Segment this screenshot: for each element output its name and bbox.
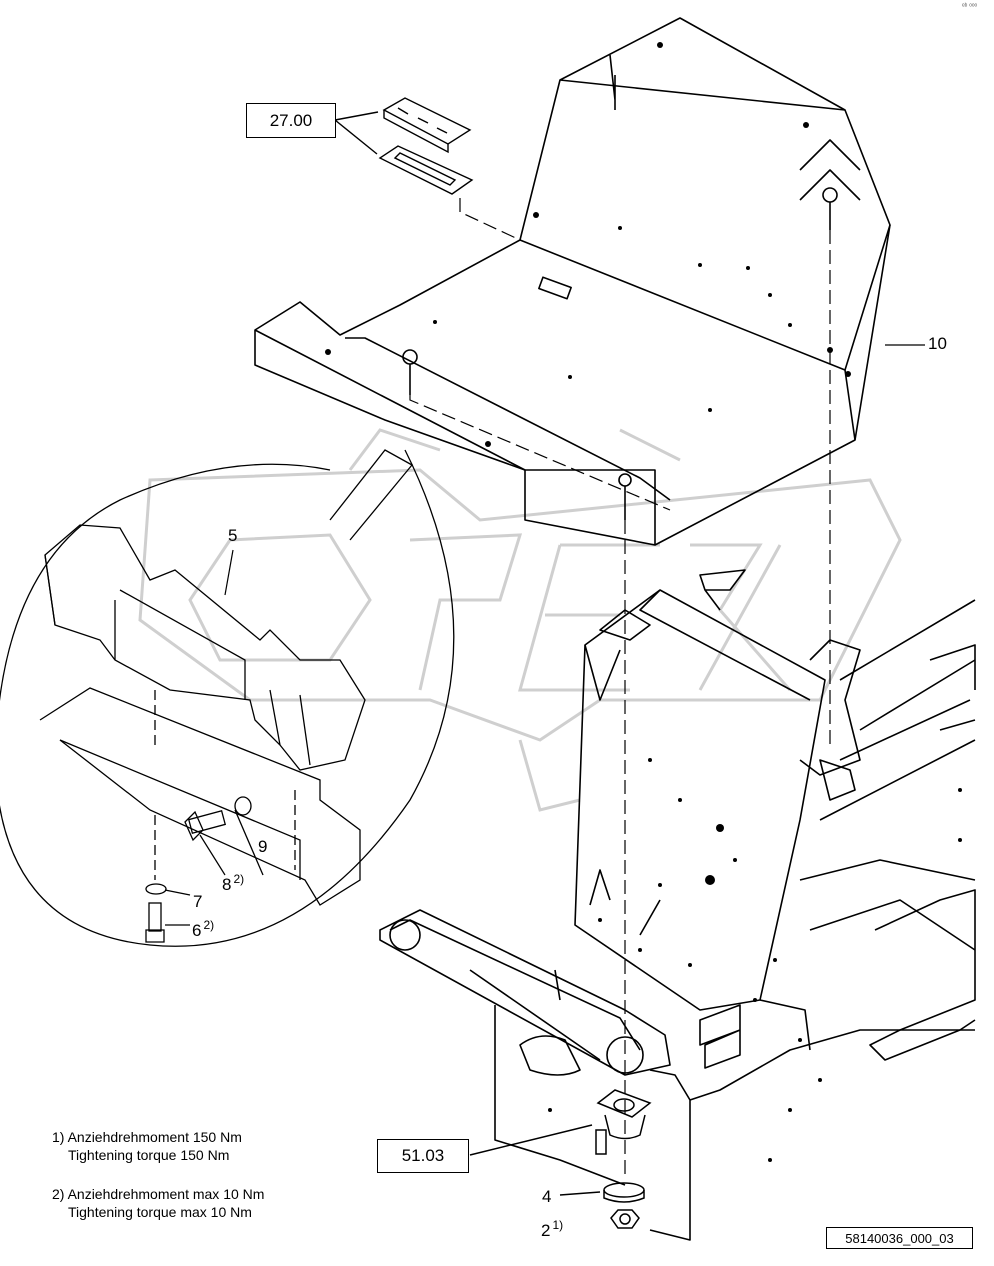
callout-9: 9 — [258, 837, 268, 856]
seat-holes — [325, 42, 851, 447]
seat-shell — [254, 17, 891, 546]
reference-box-51-03[interactable]: 51.03 — [377, 1139, 469, 1173]
main-frame — [379, 569, 976, 1241]
callout-6-number: 6 — [192, 921, 202, 940]
detail-circle — [0, 449, 455, 947]
callout-8-number: 8 — [222, 875, 232, 894]
gasket-group — [334, 97, 474, 195]
callout-7: 7 — [193, 892, 203, 911]
watermark-logo — [138, 428, 902, 812]
torque-note-2-de: 2) Anziehdrehmoment max 10 Nm — [52, 1186, 265, 1202]
callout-2-number: 2 — [541, 1221, 551, 1240]
torque-note-2-en: Tightening torque max 10 Nm — [68, 1204, 252, 1220]
leader-lines — [164, 344, 925, 926]
callout-2-note: 1) — [552, 1218, 564, 1232]
callout-4: 4 — [542, 1187, 552, 1206]
callout-5: 5 — [228, 526, 238, 545]
alignment-lines — [409, 198, 831, 1180]
reference-box-27-00-label: 27.00 — [269, 110, 313, 130]
callout-8-note: 2) — [233, 872, 245, 886]
torque-note-1-de: 1) Anziehdrehmoment 150 Nm — [52, 1129, 242, 1145]
callout-10: 10 — [928, 334, 947, 353]
callout-6-note: 2) — [203, 918, 215, 932]
reference-box-51-03-label: 51.03 — [401, 1146, 445, 1165]
torque-note-1: 1) Anziehdrehmoment 150 Nm Tightening to… — [52, 1128, 242, 1164]
document-number: 58140036_000_03 — [826, 1227, 973, 1249]
frame-holes — [548, 758, 962, 1162]
torque-note-2: 2) Anziehdrehmoment max 10 Nm Tightening… — [52, 1185, 264, 1221]
corner-mark: ᵉᵇ ᵒᵒᵒ — [962, 3, 978, 10]
torque-note-1-en: Tightening torque 150 Nm — [68, 1147, 230, 1163]
reference-box-27-00[interactable]: 27.00 — [246, 103, 336, 138]
mount-group — [469, 1089, 652, 1229]
